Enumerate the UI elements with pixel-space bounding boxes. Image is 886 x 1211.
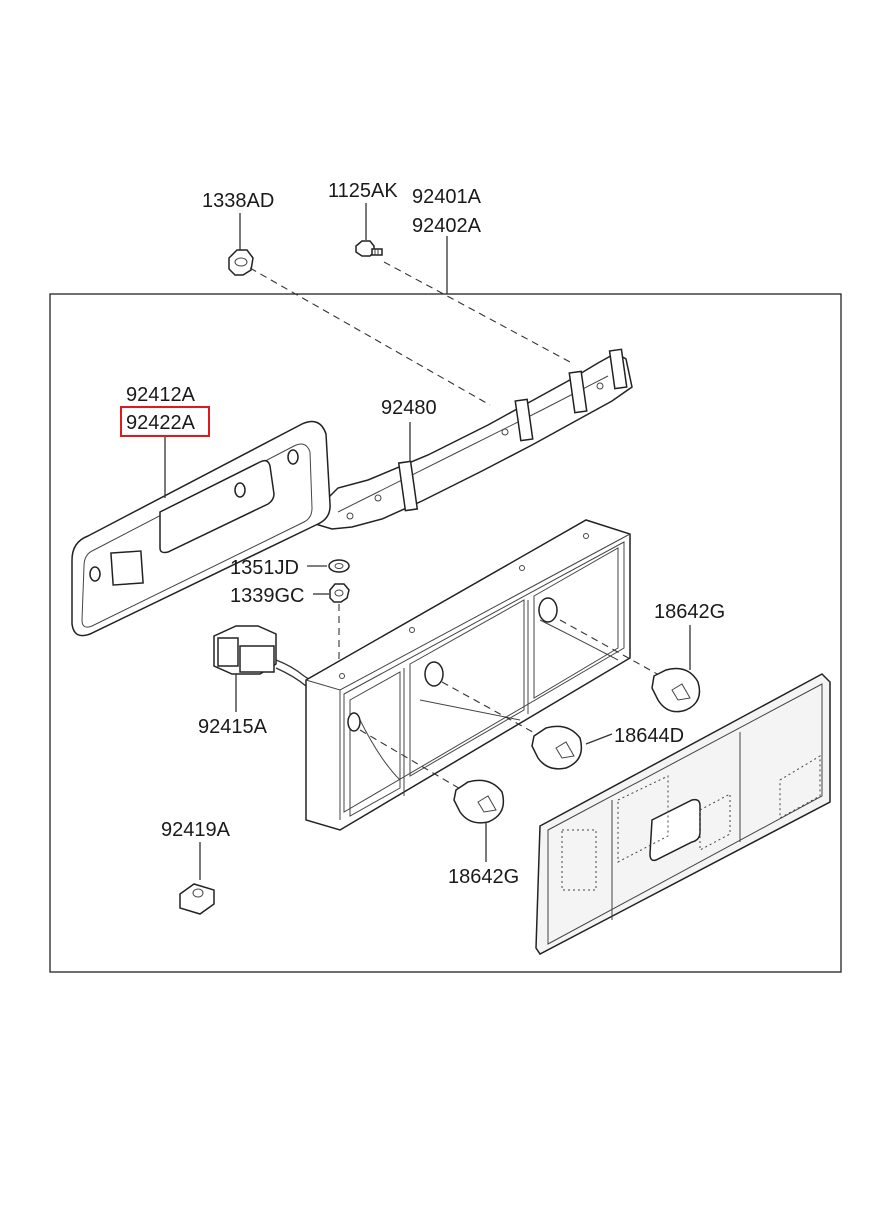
label-92419a: 92419A xyxy=(161,819,231,841)
label-1338ad: 1338AD xyxy=(202,190,274,212)
screw-1125ak-part xyxy=(355,203,571,363)
clip-92419a-part xyxy=(179,842,215,915)
label-92480: 92480 xyxy=(381,397,437,419)
bulb-18642g-bottom-part xyxy=(453,779,505,862)
nut-1339gc-part xyxy=(313,583,350,668)
washer-1351jd-part xyxy=(307,559,350,573)
label-92412a: 92412A xyxy=(126,384,196,406)
label-1351jd: 1351JD xyxy=(230,557,299,579)
gasket-92412a-part xyxy=(71,420,331,637)
label-18644d: 18644D xyxy=(614,725,684,747)
bulb-18644d-part xyxy=(531,725,613,770)
connector-92415a-part xyxy=(213,625,323,712)
label-18642g-bottom: 18642G xyxy=(448,866,519,888)
lens-part xyxy=(535,673,831,955)
label-18642g-top: 18642G xyxy=(654,601,725,623)
bracket-92480-part xyxy=(310,348,633,530)
label-92402a: 92402A xyxy=(412,215,482,237)
label-1125ak: 1125AK xyxy=(328,180,398,202)
label-92401a: 92401A xyxy=(412,186,482,208)
lamp-housing-part xyxy=(305,519,631,831)
bulb-18642g-top-part xyxy=(651,625,701,713)
label-1339gc: 1339GC xyxy=(230,585,305,607)
diagram-frame xyxy=(49,293,842,973)
highlight-box-92422a xyxy=(120,406,210,437)
label-92415a: 92415A xyxy=(198,716,268,738)
label-92422a: 92422A xyxy=(126,412,196,434)
nut-1338ad-part xyxy=(228,213,491,406)
